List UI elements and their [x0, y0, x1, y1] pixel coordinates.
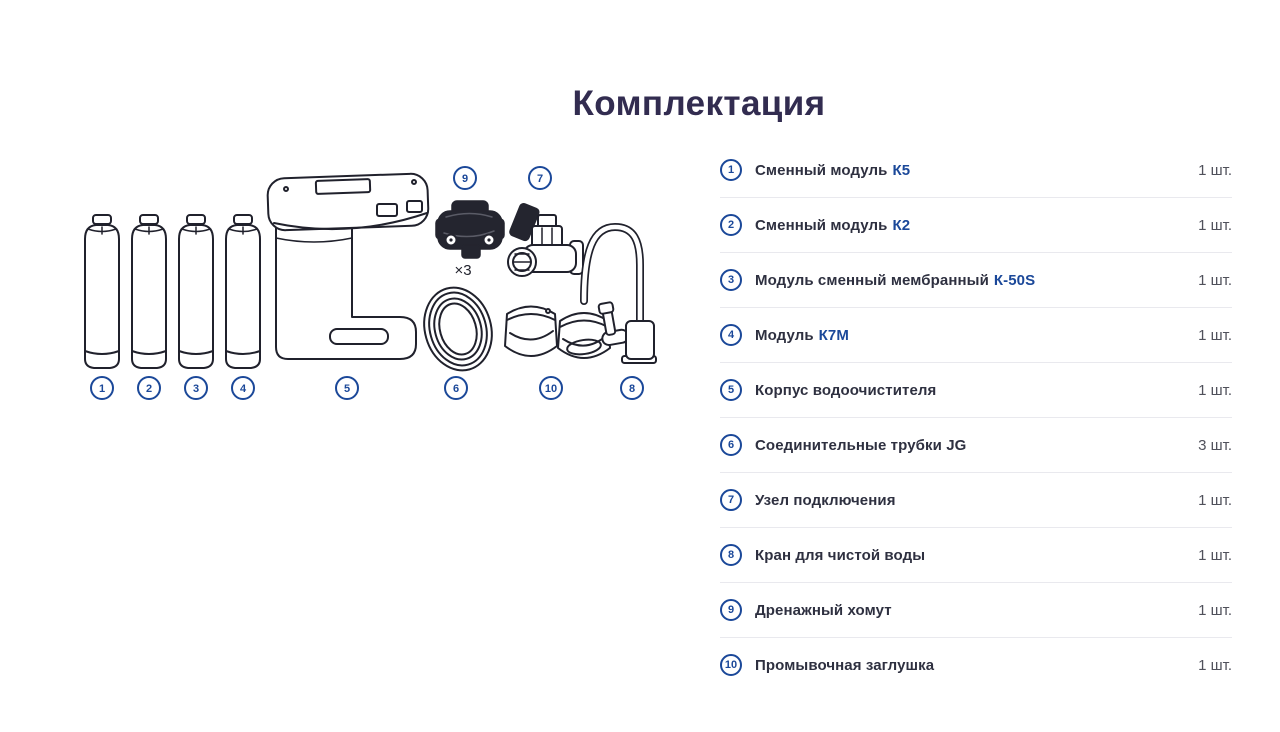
item-quantity: 1 шт. [1198, 326, 1232, 344]
item-name: Корпус водоочистителя [755, 382, 936, 399]
item-name-text: Дренажный хомут [755, 601, 892, 619]
item-number: 8 [727, 548, 735, 561]
item-quantity: 1 шт. [1198, 656, 1232, 674]
drain-clamp-illustration [435, 200, 505, 259]
item-quantity: 3 шт. [1198, 436, 1232, 454]
purifier-housing-illustration [266, 172, 430, 360]
list-item: 10 Промывочная заглушка 1 шт. [720, 638, 1232, 692]
callout-2: 2 [137, 376, 161, 400]
item-code: К7М [818, 326, 849, 344]
item-name-text: Узел подключения [755, 491, 896, 509]
item-name: Дренажный хомут [755, 602, 892, 619]
item-quantity: 1 шт. [1198, 271, 1232, 289]
list-item: 9 Дренажный хомут 1 шт. [720, 583, 1232, 638]
item-number: 1 [727, 163, 735, 176]
item-number-badge: 2 [720, 214, 742, 236]
item-name-text: Сменный модуль [755, 216, 888, 234]
filter-cartridge-2-illustration [131, 214, 167, 369]
faucet-illustration [580, 222, 657, 364]
callout-10: 10 [539, 376, 563, 400]
item-name: Промывочная заглушка [755, 657, 934, 674]
item-number-badge: 1 [720, 159, 742, 181]
svg-text:10: 10 [545, 383, 557, 395]
svg-text:2: 2 [146, 383, 152, 395]
page-title: Комплектация [572, 84, 826, 124]
item-code: К2 [892, 216, 911, 234]
item-number-badge: 5 [720, 379, 742, 401]
item-name-text: Модуль [755, 326, 814, 344]
item-name-text: Промывочная заглушка [755, 656, 935, 674]
item-code: К5 [892, 161, 911, 179]
svg-text:9: 9 [462, 173, 468, 185]
connection-unit-illustration [507, 203, 584, 277]
filter-cartridge-1-illustration [84, 214, 120, 369]
list-item: 5 Корпус водоочистителя 1 шт. [720, 363, 1232, 418]
item-number-badge: 4 [720, 324, 742, 346]
item-number: 3 [727, 273, 735, 286]
item-name-text: Корпус водоочистителя [755, 381, 937, 399]
item-number: 6 [727, 438, 735, 451]
item-name-text: Модуль сменный мембранный [755, 271, 989, 289]
item-quantity: 1 шт. [1198, 546, 1232, 564]
callout-7: 7 [528, 166, 552, 190]
item-number: 5 [727, 383, 735, 396]
item-name-text: Соединительные трубки JG [755, 436, 967, 454]
item-quantity: 1 шт. [1198, 161, 1232, 179]
item-number-badge: 3 [720, 269, 742, 291]
tubing-coil-illustration: ×3 [423, 262, 493, 372]
item-quantity: 1 шт. [1198, 601, 1232, 619]
item-number-badge: 7 [720, 489, 742, 511]
item-code: К-50S [993, 271, 1036, 289]
svg-text:8: 8 [629, 383, 635, 395]
flush-plug-illustration [504, 305, 611, 359]
callout-5: 5 [335, 376, 359, 400]
filter-cartridge-4-illustration [225, 214, 261, 369]
item-quantity: 1 шт. [1198, 491, 1232, 509]
svg-text:3: 3 [193, 383, 199, 395]
callout-3: 3 [184, 376, 208, 400]
item-number: 9 [727, 603, 735, 616]
item-number-badge: 9 [720, 599, 742, 621]
filter-cartridge-3-illustration [178, 214, 214, 369]
callout-1: 1 [90, 376, 114, 400]
product-kit-illustration: ×3 1 2 [84, 166, 657, 400]
list-item: 7 Узел подключения 1 шт. [720, 473, 1232, 528]
item-number: 4 [727, 328, 735, 341]
svg-text:4: 4 [240, 383, 247, 395]
tubing-multiplier-label: ×3 [454, 262, 471, 279]
svg-text:7: 7 [537, 173, 543, 185]
item-number: 2 [727, 218, 735, 231]
item-name: Узел подключения [755, 492, 896, 509]
callout-8: 8 [620, 376, 644, 400]
item-quantity: 1 шт. [1198, 381, 1232, 399]
item-number-badge: 6 [720, 434, 742, 456]
callout-6: 6 [444, 376, 468, 400]
item-number: 7 [727, 493, 735, 506]
svg-text:6: 6 [453, 383, 459, 395]
item-name: Кран для чистой воды [755, 547, 925, 564]
item-name-text: Кран для чистой воды [755, 546, 926, 564]
callout-4: 4 [231, 376, 255, 400]
item-name-text: Сменный модуль [755, 161, 888, 179]
item-name: Соединительные трубки JG [755, 437, 966, 454]
list-item: 6 Соединительные трубки JG 3 шт. [720, 418, 1232, 473]
callout-9: 9 [453, 166, 477, 190]
item-number-badge: 8 [720, 544, 742, 566]
svg-text:5: 5 [344, 383, 350, 395]
list-item: 8 Кран для чистой воды 1 шт. [720, 528, 1232, 583]
item-number: 10 [724, 658, 738, 671]
item-number-badge: 10 [720, 654, 742, 676]
svg-text:1: 1 [99, 383, 105, 395]
item-quantity: 1 шт. [1198, 216, 1232, 234]
